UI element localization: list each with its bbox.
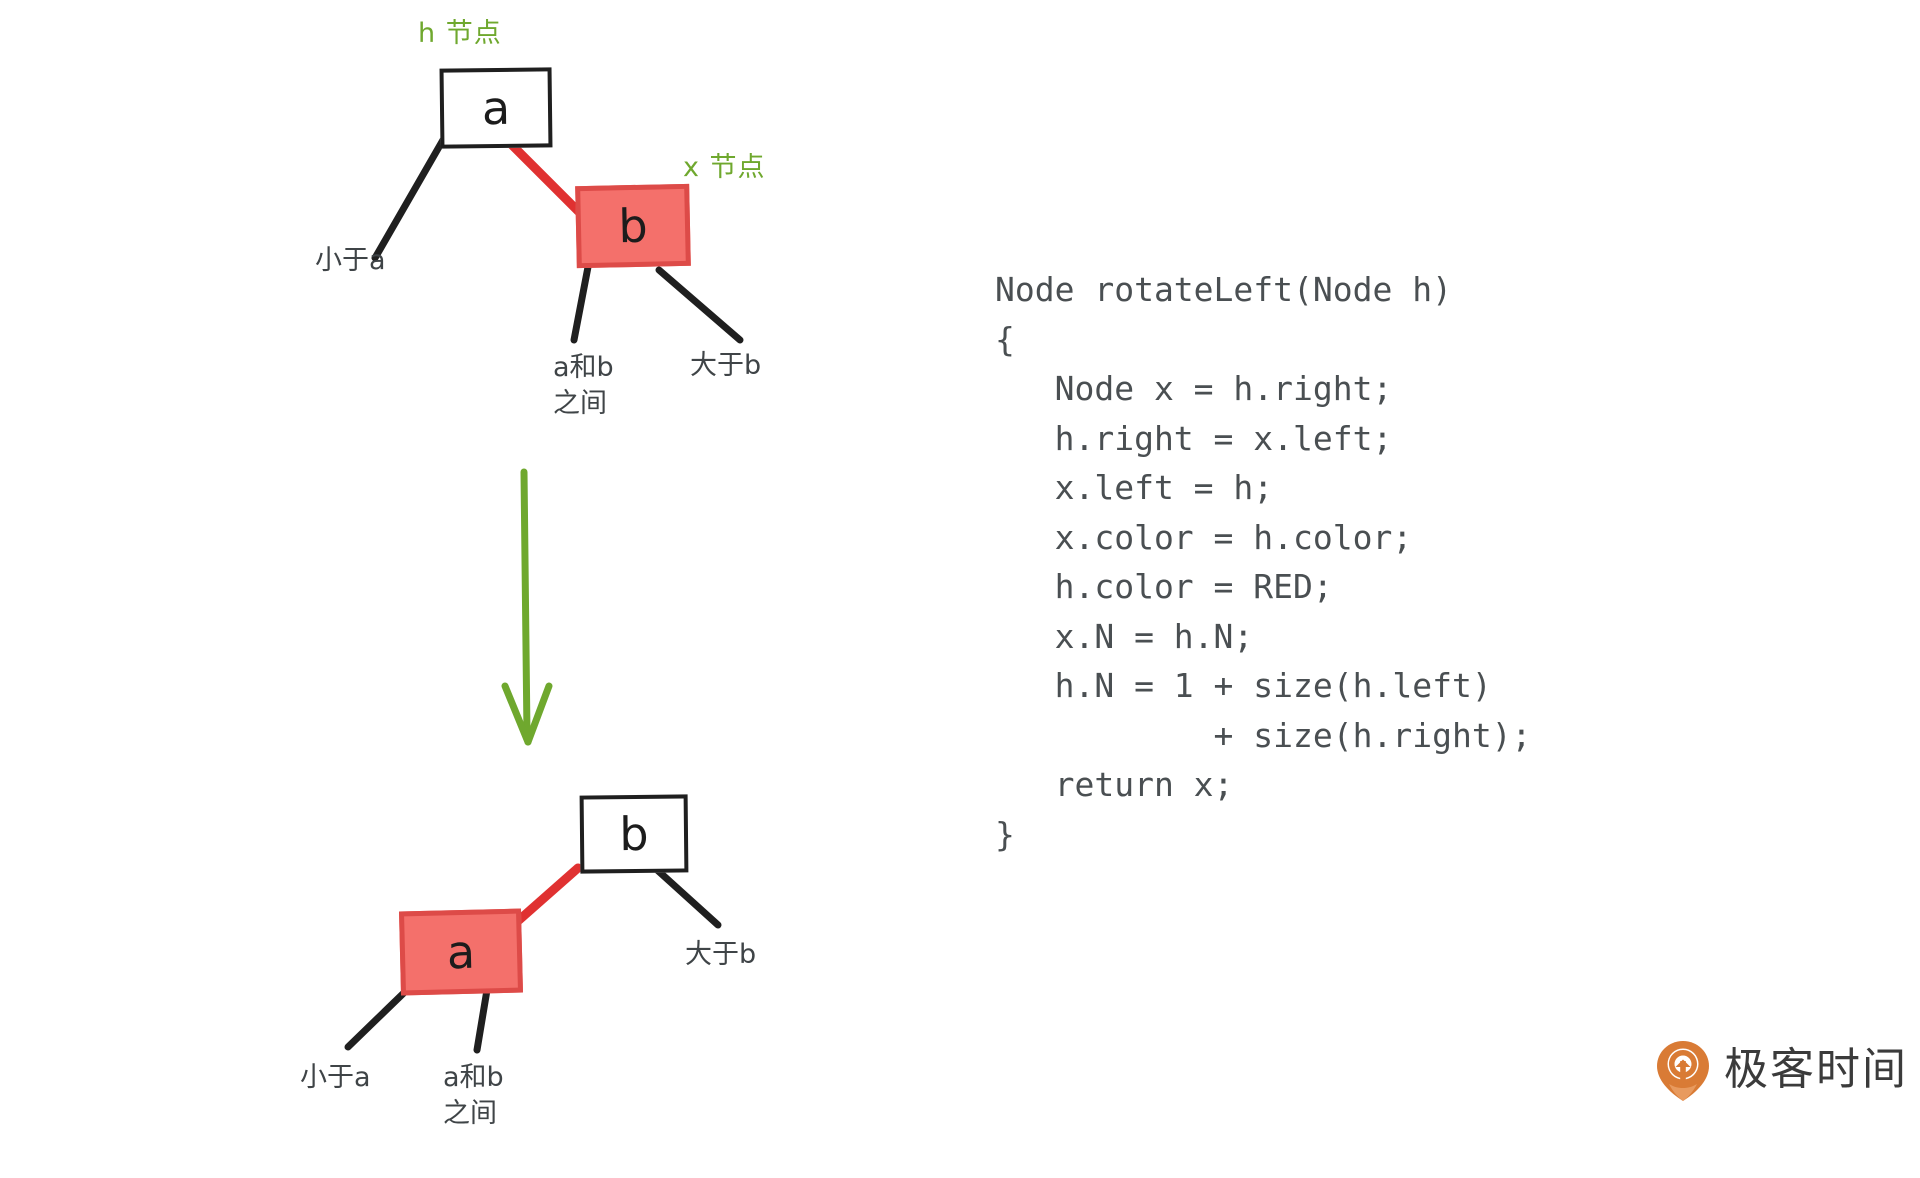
down-arrow-icon	[501, 468, 553, 746]
link-a-right-bottom	[473, 986, 491, 1054]
node-a-top[interactable]: a	[439, 67, 553, 149]
link-a-left-top	[371, 136, 447, 262]
link-a-right-red-top	[499, 132, 584, 217]
h-node-annotation: h 节点	[418, 18, 502, 49]
subtree-greater-than-b-top: 大于b	[690, 350, 762, 381]
subtree-less-than-a-bottom: 小于a	[300, 1062, 371, 1093]
node-b-top-label: b	[617, 198, 649, 254]
node-a-top-label: a	[481, 80, 511, 136]
node-a-bottom-label: a	[446, 924, 476, 980]
x-node-annotation: x 节点	[683, 152, 766, 183]
geektime-logo-text: 极客时间	[1724, 1044, 1908, 1095]
node-a-bottom[interactable]: a	[398, 908, 524, 996]
geektime-logo-icon	[1655, 1040, 1711, 1101]
node-b-top[interactable]: b	[575, 183, 691, 269]
node-b-bottom[interactable]: b	[579, 794, 689, 874]
link-b-right-bottom	[651, 864, 722, 929]
link-b-left-top	[570, 263, 592, 344]
link-b-right-top	[655, 266, 744, 344]
subtree-between-ab-bottom: a和b 之间	[443, 1062, 504, 1129]
subtree-between-ab-top: a和b 之间	[553, 352, 614, 419]
node-b-bottom-label: b	[619, 806, 649, 862]
link-b-left-red-bottom	[505, 863, 583, 933]
code-block: Node rotateLeft(Node h) { Node x = h.rig…	[995, 270, 1532, 854]
subtree-less-than-a-top: 小于a	[315, 245, 386, 276]
geektime-logo: 极客时间	[1655, 1040, 1908, 1101]
subtree-greater-than-b-bottom: 大于b	[685, 939, 757, 970]
